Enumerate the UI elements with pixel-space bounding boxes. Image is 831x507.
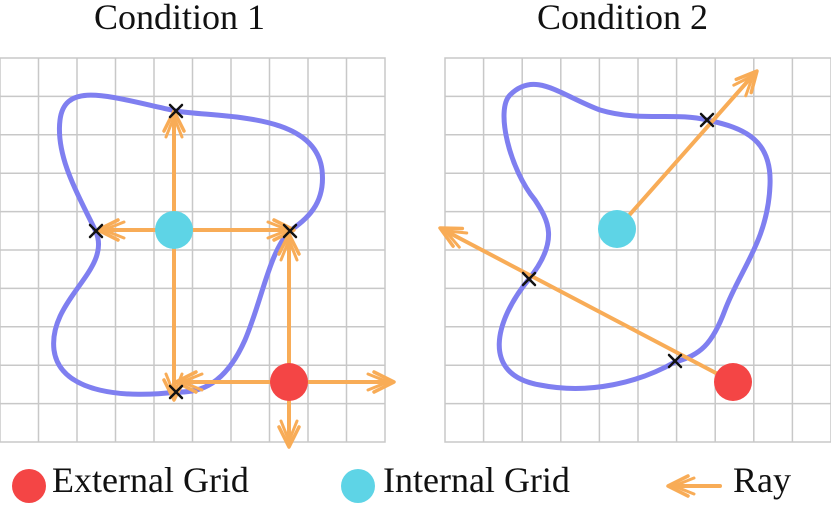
panel-1-boundary-curve (51, 92, 325, 397)
legend-external-icon (12, 469, 46, 503)
legend-ray-symbol (666, 474, 722, 498)
panel-2-boundary-curve (496, 81, 773, 391)
panel-2-external-grid-point (714, 363, 752, 401)
legend-external-label: External Grid (52, 460, 249, 500)
legend-internal-label: Internal Grid (383, 460, 570, 500)
panel-1-external-grid-point (270, 363, 308, 401)
legend-ray-label: Ray (733, 460, 791, 500)
panel-1-internal-grid-point (155, 211, 193, 249)
panel-2-internal-grid-point (598, 210, 636, 248)
panel-2-rays (440, 71, 757, 384)
legend-internal-icon (341, 469, 375, 503)
panel-2-grid (444, 57, 831, 443)
panel-1-grid (0, 57, 386, 443)
panel-2-title: Condition 2 (537, 0, 709, 37)
panel-1-title: Condition 1 (94, 0, 266, 37)
